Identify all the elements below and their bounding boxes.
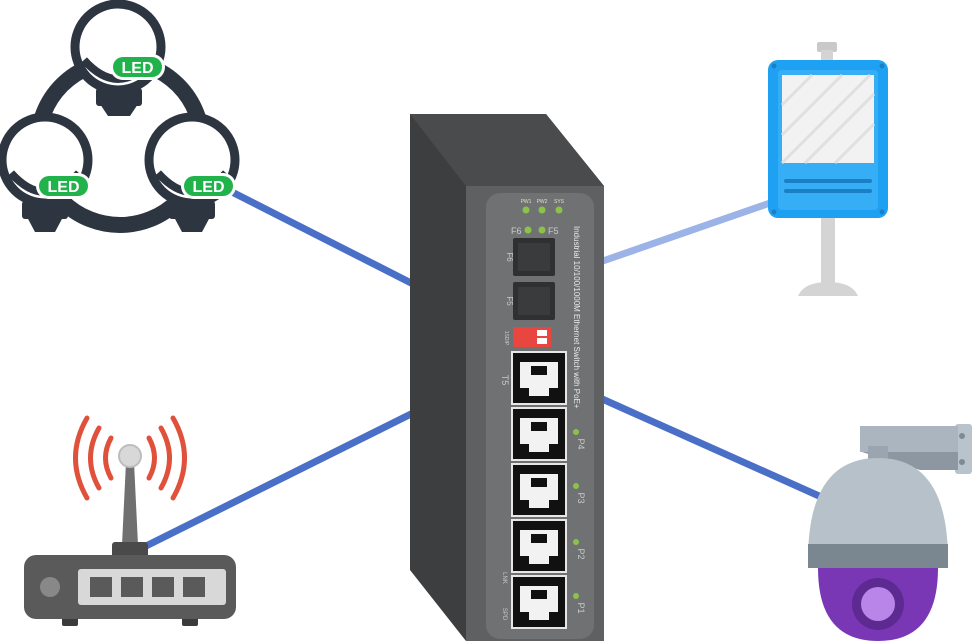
rj45-port-p2: P2 [511,519,586,573]
sfp-port-label-f6: F6 [505,252,514,262]
rj45-port-label-p3: P3 [576,492,586,503]
switch-product-text: Industrial 10/100/1000M Ethernet Switch … [572,226,581,409]
led-badge-label: LED [48,179,80,196]
ptz-camera-icon [808,424,972,641]
led-badge-label: LED [193,179,225,196]
led-lamp-right: LED [144,112,240,232]
wifi-router-icon [24,415,236,626]
digital-signage-icon [768,42,888,296]
sfp-led-label-f5: F5 [548,226,559,236]
led-label-pw2: PW2 [537,199,548,205]
rj45-port-p3: P3 [511,463,586,517]
sfp-ports: F6 F5 [505,238,555,320]
link-signage-to-switch [596,199,774,266]
rj45-port-p1: P1 [511,575,586,629]
connection-lines [138,188,832,552]
rj45-port-p4: P4 [511,407,586,461]
led-lamp-top: LED [70,0,166,116]
side-label-lnk: LNK [501,572,507,584]
side-label-spd: SPD [501,608,507,621]
dip-switch: 1SDIP [503,327,551,347]
rj45-port-label-t5: T5 [500,375,510,386]
rj45-port-label-p4: P4 [576,438,586,449]
link-led-to-switch [228,188,419,289]
sfp-leds: F6 F5 [511,226,559,236]
led-lamp-left: LED [0,112,93,232]
sfp-led-label-f6: F6 [511,226,522,236]
led-label-pw1: PW1 [521,199,532,205]
led-badge-label: LED [122,60,154,77]
poe-switch-icon: PW1 PW2 SYS F6 F5 F6 F5 1SDIP In [410,114,604,641]
led-light-cluster-icon: LED LED LED [0,0,240,233]
link-router-to-switch [138,408,419,552]
link-camera-to-switch [596,394,832,504]
rj45-ports: T5 P4 P3 P2 [500,351,586,629]
sfp-port-label-f5: F5 [505,296,514,306]
led-label-sys: SYS [554,199,565,205]
rj45-port-t5: T5 [500,351,567,405]
rj45-port-label-p2: P2 [576,548,586,559]
status-leds: PW1 PW2 SYS [521,199,565,214]
dip-switch-label: 1SDIP [503,331,509,346]
rj45-port-label-p1: P1 [576,602,586,613]
